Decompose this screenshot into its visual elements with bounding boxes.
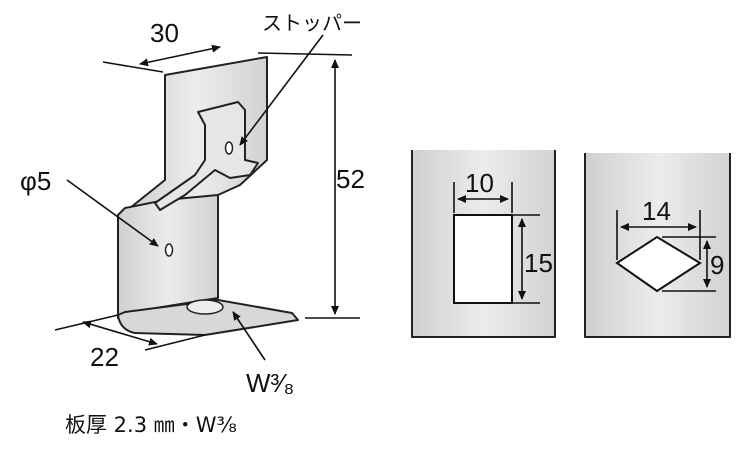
bracket-drawing: [117, 56, 299, 336]
height-dimension: 52: [336, 164, 365, 194]
stopper: [154, 101, 259, 211]
diamond-width-dimension: 14: [642, 196, 671, 226]
width-dimension: 30: [150, 18, 179, 48]
bolt-hole: [186, 299, 224, 315]
caption: 板厚 2.3 ㎜・W³⁄₈: [65, 413, 237, 437]
depth-dimension: 22: [90, 342, 119, 372]
diamond-hole: [615, 235, 702, 293]
rect-hole-panel: [411, 150, 556, 338]
hole-diameter-label: φ5: [20, 166, 51, 196]
rect-width-dimension: 10: [465, 168, 494, 198]
stopper-label: ストッパー: [262, 11, 362, 35]
rect-hole: [453, 214, 513, 304]
phi5-hole: [164, 243, 174, 257]
rect-height-dimension: 15: [524, 248, 553, 278]
diamond-hole-panel: [584, 153, 731, 338]
stopper-hole: [224, 141, 234, 155]
dimension-lines: [54, 34, 360, 361]
bolt-size-label: W³⁄₈: [246, 368, 294, 398]
diamond-height-dimension: 9: [710, 250, 724, 280]
